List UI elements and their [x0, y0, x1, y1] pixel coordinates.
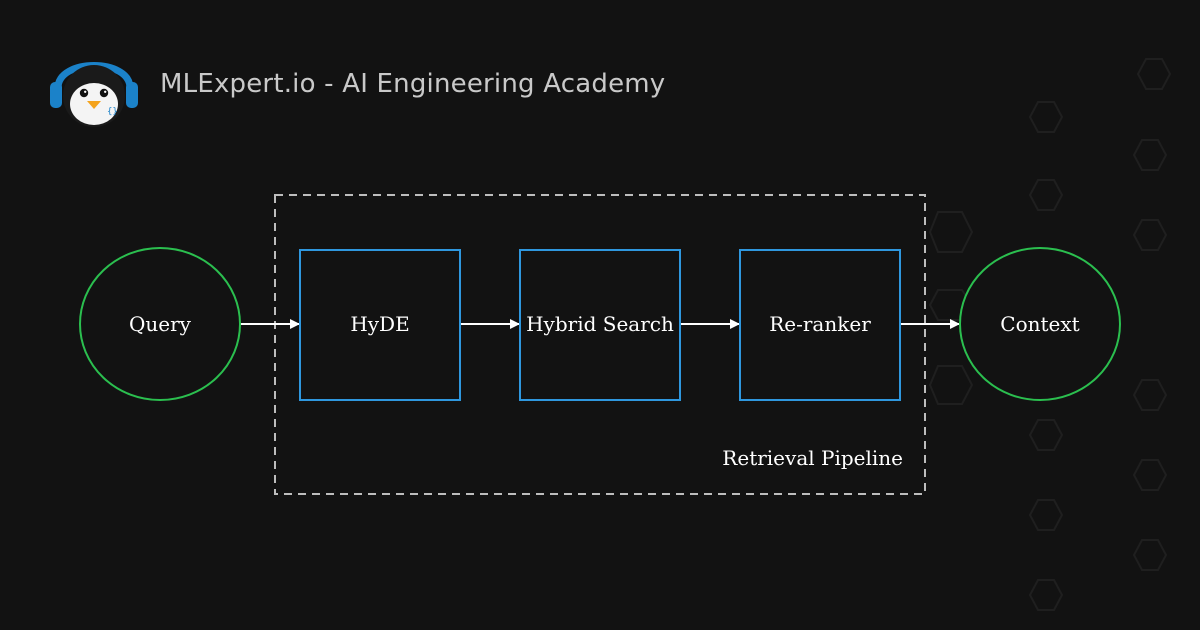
hyde-node [299, 249, 461, 401]
hybrid-search-label: Hybrid Search [526, 312, 674, 336]
context-node [959, 247, 1121, 401]
hyde-label: HyDE [350, 312, 409, 336]
hybrid-search-node [519, 249, 681, 401]
reranker-label: Re-ranker [769, 312, 871, 336]
brand-title: MLExpert.io - AI Engineering Academy [160, 69, 666, 99]
query-node [79, 247, 241, 401]
svg-text:{}: {} [107, 107, 118, 117]
brand-header: {} MLExpert.io - AI Engineering Academy [48, 46, 665, 130]
penguin-headphones-icon: {} [50, 62, 138, 127]
reranker-node [739, 249, 901, 401]
group-label: Retrieval Pipeline [722, 446, 903, 470]
query-label: Query [129, 312, 192, 336]
context-label: Context [1000, 312, 1079, 336]
retrieval-pipeline-group [274, 194, 926, 495]
